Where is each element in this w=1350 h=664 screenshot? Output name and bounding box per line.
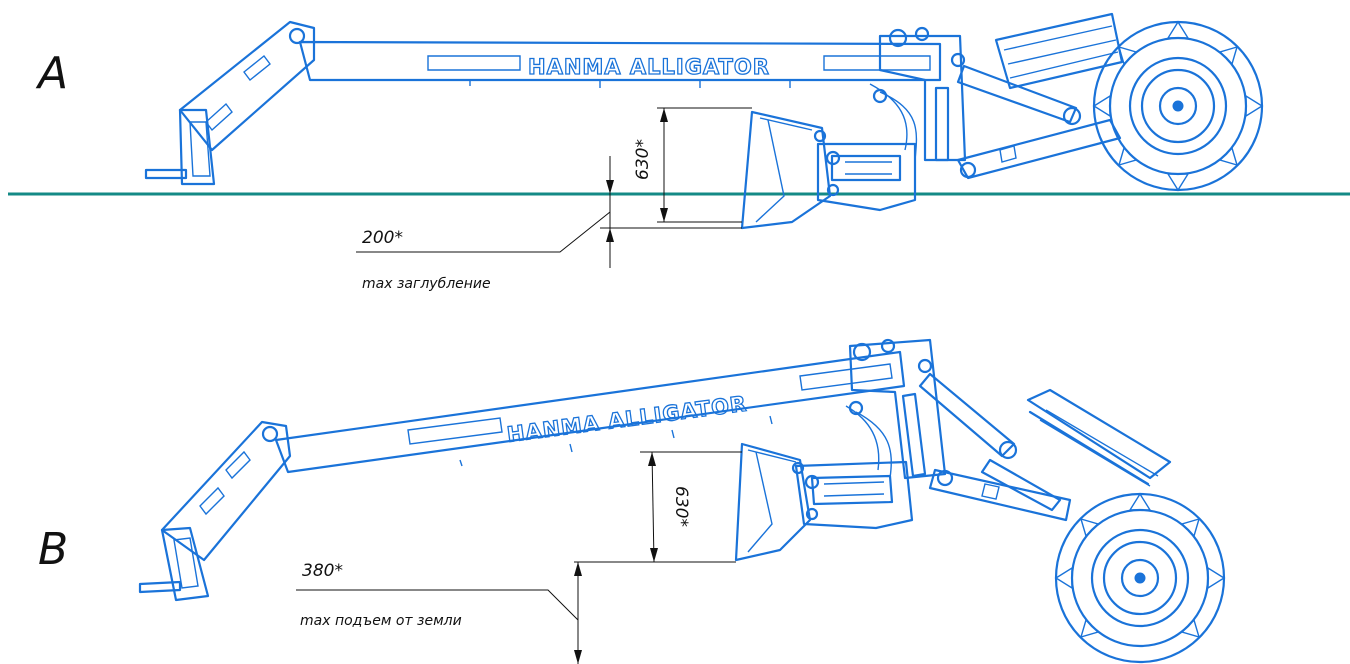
dimensions-b: 630* 380* max подъем от земли (296, 451, 742, 664)
wheel-b (1054, 492, 1226, 664)
view-a-label: A (35, 48, 68, 99)
dim-depth-b: 630* (671, 486, 691, 527)
dim-offset-a: 200* (362, 228, 403, 248)
brand-logo-a: HANMA ALLIGATOR (528, 55, 770, 79)
machine-a: HANMA ALLIGATOR (144, 12, 1264, 230)
note-a: max заглубление (362, 276, 491, 292)
dimensions-a: 630* 200* max заглубление (356, 107, 752, 292)
view-a: A HANMA ALLIGATOR (8, 12, 1350, 292)
dim-depth-a: 630* (633, 139, 653, 180)
dim-offset-b: 380* (302, 561, 343, 581)
view-b: B HANMA ALLIGATOR (38, 338, 1226, 664)
wheel-a (1092, 20, 1264, 192)
view-b-label: B (38, 524, 68, 575)
note-b: max подъем от земли (300, 613, 462, 629)
brand-logo-b: HANMA ALLIGATOR (506, 392, 749, 447)
